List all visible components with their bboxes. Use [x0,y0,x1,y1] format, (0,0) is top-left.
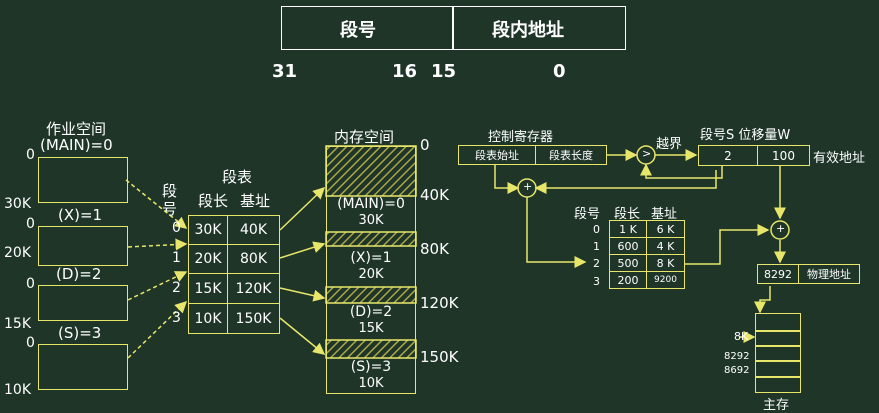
table-plus-symbol: + [523,180,533,193]
seg-no-vertical-2: 号 [162,200,178,218]
seg-table-title: 段表 [222,168,253,186]
mem-block-s-name: (S)=3 [350,359,392,375]
bit-0-label: 0 [553,61,566,82]
address-format-divider [452,6,454,50]
rtable-row-no-1: 1 [593,240,600,253]
seg-row-len-2: 15K [188,273,228,304]
job-space-subtitle: (MAIN)=0 [40,136,113,154]
seg-row-base-1: 80K [227,244,280,274]
job-label-d: (D)=2 [56,265,102,283]
rtable-header-len: 段长 [614,207,641,222]
logical-address-label: 有效地址 [813,151,866,166]
physical-address-label: 物理地址 [798,264,860,284]
seg-number-label: 段号 [340,20,376,41]
seg-row-len-3: 10K [188,303,228,334]
rtable-header-no: 段号 [574,207,601,222]
mem-block-d-size: 15K [358,321,384,336]
rtable-row-len-0: 1 K [609,220,647,238]
mem-tick-40k: 40K [420,186,449,204]
bit-31-label: 31 [272,61,298,82]
job-segment-d [38,285,128,321]
job-segment-main [38,157,128,203]
main-memory-line-1 [755,330,801,332]
seg-col-base: 基址 [240,192,271,210]
job-zero-0: 0 [26,147,35,163]
main-mem-label-8k: 8K [734,330,749,343]
seg-row-base-3: 150K [227,303,280,334]
job-size-x: 20K [4,245,31,261]
main-mem-label-8692: 8692 [724,365,750,376]
seg-row-no-0: 0 [172,220,181,236]
seg-row-no-3: 3 [172,310,181,326]
job-size-s: 10K [4,382,31,398]
rtable-row-base-0: 6 K [646,220,685,238]
main-memory-line-3 [755,360,801,362]
main-memory-box [755,313,801,393]
seg-row-no-1: 1 [172,250,181,266]
job-zero-1: 0 [26,216,35,232]
mem-tick-120k: 120K [420,294,459,312]
ctrl-table-start: 段表始址 [458,145,536,165]
mem-tick-150k: 150K [420,348,459,366]
job-segment-s [38,344,128,390]
seg-s-value: 2 [698,145,758,166]
bit-16-label: 16 [392,61,418,82]
mem-tick-0: 0 [420,136,430,154]
main-mem-label-8292: 8292 [724,351,750,362]
mem-block-d-name: (D)=2 [349,304,393,320]
rtable-row-len-1: 600 [609,237,647,255]
control-register-title: 控制寄存器 [488,130,554,145]
seg-row-no-2: 2 [172,280,181,296]
seg-no-vertical-1: 段 [162,182,178,200]
seg-s-offset-w-label: 段号S 位移量W [700,128,791,143]
rtable-row-base-2: 8 K [646,254,685,272]
offset-w-value: 100 [757,145,810,166]
main-memory-title: 主存 [763,398,790,413]
rtable-row-no-2: 2 [593,257,600,270]
rtable-row-base-1: 4 K [646,237,685,255]
job-segment-x [38,226,128,266]
rtable-header-base: 基址 [651,207,678,222]
seg-row-len-0: 30K [188,215,228,245]
job-label-x: (X)=1 [58,206,103,224]
rtable-row-no-3: 3 [593,275,600,288]
mem-block-s-size: 10K [358,376,384,391]
compare-symbol: > [642,147,652,160]
rtable-row-base-3: 9200 [646,271,685,289]
job-size-d: 15K [4,316,31,332]
seg-offset-label: 段内地址 [492,20,564,41]
rtable-row-len-2: 500 [609,254,647,272]
job-zero-2: 0 [26,276,35,292]
job-zero-3: 0 [26,335,35,351]
adder-plus-symbol: + [776,222,786,235]
address-format-box [281,6,626,50]
seg-row-base-2: 120K [227,273,280,304]
rtable-row-no-0: 0 [593,223,600,236]
mem-block-x-size: 20K [358,267,384,282]
memory-title: 内存空间 [334,128,395,146]
seg-row-len-1: 20K [188,244,228,274]
mem-block-x-name: (X)=1 [350,250,392,266]
job-label-s: (S)=3 [58,324,102,342]
bit-15-label: 15 [431,61,457,82]
physical-address-value: 8292 [757,264,799,284]
seg-row-base-0: 40K [227,215,280,245]
memory-column [326,146,416,394]
job-size-main: 30K [4,196,31,212]
main-memory-line-4 [755,376,801,378]
job-space-title: 作业空间 [46,120,107,138]
ctrl-table-length: 段表长度 [535,145,607,165]
seg-col-length: 段长 [198,192,229,210]
mem-block-main-size: 30K [358,213,384,228]
overflow-label: 越界 [656,137,683,152]
mem-tick-80k: 80K [420,240,449,258]
rtable-row-len-3: 200 [609,271,647,289]
main-memory-line-2 [755,345,801,347]
mem-block-main-name: (MAIN)=0 [337,196,405,212]
